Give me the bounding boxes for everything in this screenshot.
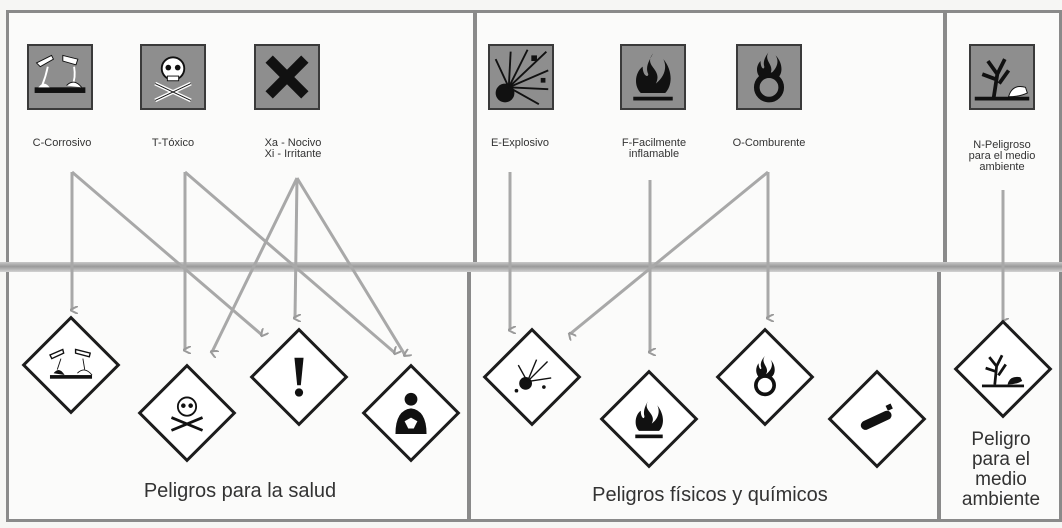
ghs-corrosive-pictogram [21, 315, 121, 415]
label-inflamable: F-Facilmente inflamable [621, 137, 687, 160]
ghs-toxic-pictogram [137, 363, 237, 463]
caption-salud: Peligros para la salud [143, 480, 337, 502]
ghs-health-hazard-pictogram [361, 363, 461, 463]
label-medio-ambiente: N-Peligroso para el medio ambiente [968, 139, 1036, 173]
label-comburente: O-Comburente [732, 137, 806, 149]
ghs-oxidizing-pictogram [715, 327, 815, 427]
arrow-comburente-2 [570, 170, 769, 334]
label-toxico: T-Tóxico [151, 137, 195, 149]
caption-fisicos: Peligros físicos y químicos [592, 484, 828, 506]
harmful-irritant-symbol [254, 44, 320, 110]
arrow-toxico-2 [184, 170, 395, 353]
ghs-explosive-pictogram [482, 327, 582, 427]
ghs-environment-pictogram [953, 319, 1053, 419]
label-corrosivo: C-Corrosivo [32, 137, 92, 149]
label-explosivo: E-Explosivo [490, 137, 550, 149]
corrosive-symbol [27, 44, 93, 110]
toxic-symbol [140, 44, 206, 110]
ghs-flammable-pictogram [599, 369, 699, 469]
ghs-gas-cylinder-pictogram [827, 369, 927, 469]
divider-band [0, 262, 1062, 272]
arrow-nocivo-1 [212, 177, 299, 352]
explosive-symbol [488, 44, 554, 110]
arrow-corrosivo-2 [71, 170, 262, 335]
arrow-nocivo-2 [295, 177, 297, 318]
flammable-symbol [620, 44, 686, 110]
oxidizing-symbol [736, 44, 802, 110]
caption-ambiente: Peligro para el medio ambiente [961, 429, 1041, 510]
environment-symbol [969, 44, 1035, 110]
ghs-exclamation-pictogram [249, 327, 349, 427]
arrow-nocivo-3 [295, 177, 405, 355]
label-nocivo: Xa - Nocivo Xi - Irritante [264, 137, 322, 160]
